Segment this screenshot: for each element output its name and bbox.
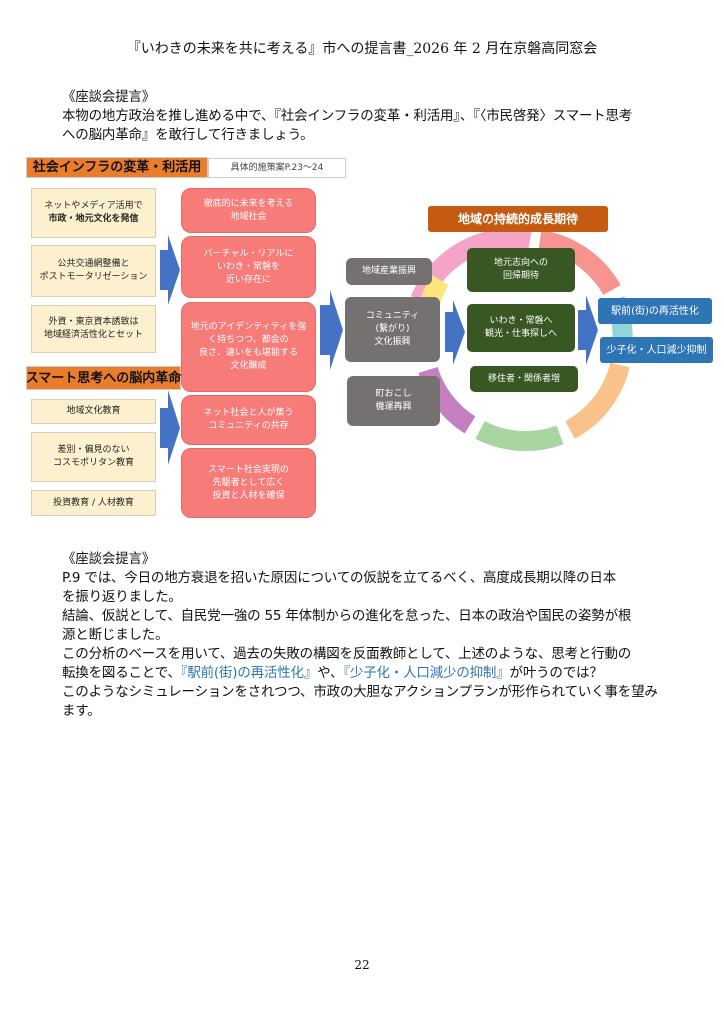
smart-item: 差別・偏見のないコスモポリタン教育 — [31, 432, 156, 482]
infra-header: 社会インフラの変革・利活用 — [26, 157, 208, 178]
item-text: ポストモータリゼーション — [39, 272, 148, 282]
section2-line: 転換を図ることで、『駅前(街)の再活性化』や、『少子化・人口減少の抑制』が叶うの… — [62, 664, 603, 683]
cycle-arc-salmon — [538, 230, 621, 296]
infra-ref: 具体的施策案P.23～24 — [208, 158, 346, 178]
arrow-right-icon — [160, 390, 180, 465]
item-text: コスモポリタン教育 — [52, 458, 134, 468]
item-text: 差別・偏見のない — [57, 445, 130, 455]
section2-line: 結論、仮説として、自民党一強の 55 年体制からの進化を怠った、日本の政治や国民… — [62, 608, 632, 624]
highlight-text: 『駅前(街)の再活性化』 — [180, 665, 318, 681]
text: 転換を図ることで、 — [62, 665, 181, 681]
cycle-green-box: 移住者・関係者増 — [470, 366, 578, 392]
outcome-box: スマート社会実現の 先駆者として広く 投資と人材を確保 — [181, 448, 316, 518]
arrow-right-icon — [320, 290, 343, 370]
arrow-right-icon — [160, 235, 180, 305]
smart-header: スマート思考への脳内革命 — [26, 366, 181, 390]
text: や、 — [317, 665, 344, 681]
infra-item: ネットやメディア活用で市政・地元文化を発信 — [31, 188, 156, 238]
section1-heading: 《座談会提言》 — [62, 89, 156, 105]
section2-line: このようなシミュレーションをされつつ、市政の大胆なアクションプランが形作られてい… — [62, 684, 658, 700]
cycle-green-box: 地元志向への 回帰期待 — [467, 248, 575, 292]
item-text: 外資・東京資本誘致は — [48, 317, 139, 327]
outcome-box: バーチャル・リアルに いわき・常磐を 近い存在に — [181, 236, 316, 298]
cycle-gray-box: 町おこし 機運再興 — [347, 376, 440, 426]
highlight-text: 『少子化・人口減少の抑制』 — [343, 665, 510, 681]
infra-item: 公共交通網整備とポストモータリゼーション — [31, 245, 156, 297]
smart-item: 投資教育 / 人材教育 — [31, 490, 156, 516]
cycle-arc-green — [475, 420, 564, 452]
outcome-box: 地元のアイデンティティを強 く持ちつつ、都会の 良さ、違いをも堪能する 文化醸成 — [181, 302, 316, 392]
section1-line: への脳内革命』を敢行して行きましょう。 — [62, 127, 314, 143]
cycle-arc-orange — [565, 362, 630, 439]
growth-header: 地域の持続的成長期待 — [428, 206, 608, 232]
cycle-gray-box: 地域産業振興 — [346, 258, 432, 285]
section2-line: ます。 — [62, 703, 101, 719]
item-text-bold: 市政・地元文化を発信 — [48, 214, 139, 224]
arrow-right-icon — [578, 295, 598, 365]
arrow-right-icon — [445, 300, 465, 365]
section2-line: を振り返りました。 — [62, 589, 182, 605]
section2-heading: 《座談会提言》 — [62, 551, 156, 567]
section1-line: 本物の地方政治を推し進める中で、『社会インフラの変革・利活用』、『〈市民啓発〉ス… — [62, 108, 633, 124]
result-box: 少子化・人口減少抑制 — [600, 337, 713, 363]
section2-line: 源と断じました。 — [62, 627, 169, 643]
cycle-green-box: いわき・常磐へ 観光・仕事探しへ — [467, 304, 575, 352]
page-number: 22 — [354, 958, 370, 972]
diagram-graphics — [160, 228, 633, 465]
text: が叶うのでは？ — [509, 665, 603, 681]
infra-item: 外資・東京資本誘致は地域経済活性化とセット — [31, 305, 156, 353]
item-text: ネットやメディア活用で — [44, 201, 143, 211]
outcome-box: ネット社会と人が集う コミュニティの共存 — [181, 395, 316, 445]
result-box: 駅前(街)の再活性化 — [598, 298, 712, 324]
cycle-gray-box: コミュニティ (繋がり) 文化振興 — [345, 297, 440, 362]
outcome-box: 徹底的に未来を考える 地域社会 — [181, 188, 316, 233]
smart-item: 地域文化教育 — [31, 399, 156, 424]
document-header: 『いわきの未来を共に考える』市への提言書_2026 年 2 月在京磐高同窓会 — [126, 41, 598, 57]
section2-line: この分析のベースを用いて、過去の失敗の構図を反面教師として、上述のような、思考と… — [62, 646, 632, 662]
section2-line: P.9 では、今日の地方衰退を招いた原因についての仮説を立てるべく、高度成長期以… — [62, 570, 617, 586]
item-text: 地域経済活性化とセット — [43, 330, 143, 340]
item-text: 公共交通網整備と — [57, 259, 130, 269]
